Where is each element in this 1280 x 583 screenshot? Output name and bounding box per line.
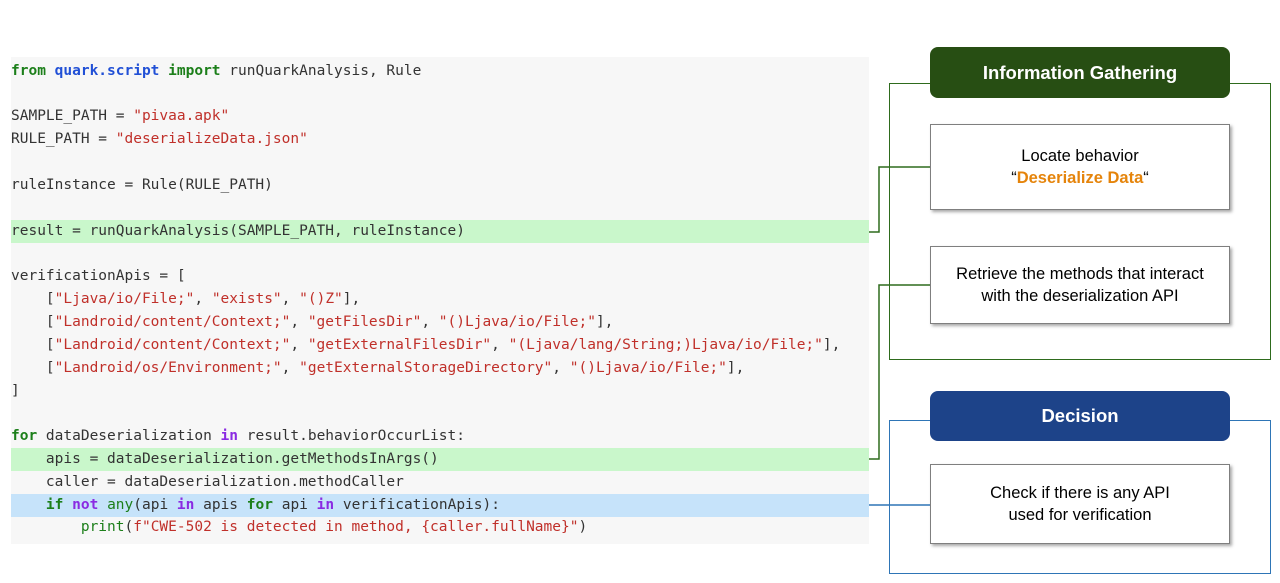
code-text: ruleInstance = Rule(RULE_PATH) — [11, 177, 273, 193]
code-string: "getExternalStorageDirectory" — [299, 360, 553, 376]
header-label: Decision — [1041, 405, 1119, 426]
code-string: "getFilesDir" — [307, 314, 422, 330]
builtin-print: print — [80, 519, 125, 535]
code-text: verificationApis): — [334, 497, 500, 513]
header-label: Information Gathering — [982, 61, 1178, 83]
code-text: ) — [578, 519, 588, 535]
step-text-behavior-name: “Deserialize Data“ — [1011, 167, 1149, 189]
keyword-for: for — [11, 428, 38, 444]
code-text: ], — [822, 337, 841, 353]
code-text: [ — [11, 291, 55, 307]
behavior-name: Deserialize Data — [1016, 169, 1144, 187]
keyword-in: in — [220, 428, 238, 444]
code-text: [ — [11, 314, 55, 330]
code-text: , — [194, 291, 212, 307]
code-text: RULE_PATH = — [11, 131, 116, 147]
code-line-api-entry: ["Ljava/io/File;", "exists", "()Z"], — [11, 288, 869, 311]
code-line-for-loop: for dataDeserialization in result.behavi… — [11, 425, 869, 448]
code-text: ], — [342, 291, 361, 307]
builtin-any: any — [107, 497, 134, 513]
code-line-api-entry: ["Landroid/os/Environment;", "getExterna… — [11, 357, 869, 380]
code-text: , — [281, 360, 300, 376]
keyword-from: from — [11, 63, 46, 79]
step-text: Retrieve the methods that interact — [956, 265, 1204, 283]
code-line-if-highlighted: if not any(api in apis for api in verifi… — [11, 494, 869, 517]
code-text: , — [552, 360, 570, 376]
code-text: api — [272, 497, 317, 513]
module-name: quark.script — [54, 63, 160, 79]
code-text: ( — [124, 519, 134, 535]
code-string: "Landroid/content/Context;" — [54, 337, 291, 353]
code-text: verificationApis = [ — [11, 268, 186, 284]
code-line-result-highlighted: result = runQuarkAnalysis(SAMPLE_PATH, r… — [11, 220, 869, 243]
code-string: "getExternalFilesDir" — [307, 337, 492, 353]
keyword-not: not — [72, 497, 99, 513]
code-text: , — [491, 337, 509, 353]
step-text: with the deserialization API — [981, 287, 1179, 305]
code-text: [ — [11, 337, 55, 353]
code-text: ], — [726, 360, 745, 376]
step-text: Locate behavior — [1021, 147, 1139, 165]
step-text: used for verification — [1008, 506, 1152, 524]
code-line-verification-apis: verificationApis = [ — [11, 265, 869, 288]
code-line-list-close: ] — [11, 380, 869, 403]
code-string: "exists" — [211, 291, 282, 307]
decision-header: Decision — [930, 391, 1230, 441]
code-line-rule-path: RULE_PATH = "deserializeData.json" — [11, 128, 869, 151]
code-string: "()Ljava/io/File;" — [569, 360, 727, 376]
code-string: "Landroid/os/Environment;" — [54, 360, 282, 376]
code-line-import: from quark.script import runQuarkAnalysi… — [11, 60, 869, 83]
code-string: "deserializeData.json" — [115, 131, 308, 147]
step-text: Check if there is any API — [990, 484, 1170, 502]
keyword-in: in — [176, 497, 195, 513]
code-text: apis — [194, 497, 247, 513]
code-string: "()Z" — [299, 291, 343, 307]
code-text: apis = dataDeserialization.getMethodsInA… — [11, 451, 439, 467]
connector-result-to-step1 — [869, 166, 930, 233]
code-text: ], — [595, 314, 614, 330]
keyword-for: for — [246, 497, 273, 513]
code-text: result = runQuarkAnalysis(SAMPLE_PATH, r… — [11, 223, 465, 239]
code-string: "Landroid/content/Context;" — [54, 314, 291, 330]
code-line-apis-highlighted: apis = dataDeserialization.getMethodsInA… — [11, 448, 869, 471]
quote-open: “ — [1011, 169, 1017, 187]
code-text: (api — [133, 497, 177, 513]
information-gathering-header: Information Gathering — [930, 47, 1230, 98]
code-string: "()Ljava/io/File;" — [438, 314, 596, 330]
step-retrieve-methods: Retrieve the methods that interact with … — [930, 246, 1230, 324]
code-text: , — [281, 291, 300, 307]
code-text: result.behaviorOccurList: — [238, 428, 465, 444]
keyword-if: if — [45, 497, 64, 513]
keyword-import: import — [168, 63, 221, 79]
code-text: , — [290, 337, 308, 353]
code-text: dataDeserialization — [37, 428, 221, 444]
code-line-api-entry: ["Landroid/content/Context;", "getFilesD… — [11, 311, 869, 334]
code-string: "pivaa.apk" — [133, 108, 230, 124]
step-locate-behavior: Locate behavior “Deserialize Data“ — [930, 124, 1230, 210]
keyword-in: in — [316, 497, 335, 513]
quote-close: “ — [1143, 169, 1149, 187]
code-text: , — [421, 314, 439, 330]
code-panel: from quark.script import runQuarkAnalysi… — [11, 57, 869, 544]
code-text: ] — [11, 383, 20, 399]
code-line-rule-instance: ruleInstance = Rule(RULE_PATH) — [11, 174, 869, 197]
connector-apis-to-step2 — [869, 284, 930, 460]
code-text: [ — [11, 360, 55, 376]
code-string: "(Ljava/lang/String;)Ljava/io/File;" — [508, 337, 823, 353]
code-line-api-entry: ["Landroid/content/Context;", "getExtern… — [11, 334, 869, 357]
code-string: "Ljava/io/File;" — [54, 291, 195, 307]
code-text: , — [290, 314, 308, 330]
code-text: caller = dataDeserialization.methodCalle… — [11, 474, 404, 490]
import-names: runQuarkAnalysis, Rule — [220, 63, 422, 79]
step-check-verification-api: Check if there is any API used for verif… — [930, 464, 1230, 544]
code-line-caller: caller = dataDeserialization.methodCalle… — [11, 471, 869, 494]
code-line-print: print(f"CWE-502 is detected in method, {… — [11, 516, 869, 539]
code-line-sample-path: SAMPLE_PATH = "pivaa.apk" — [11, 105, 869, 128]
code-string: f"CWE-502 is detected in method, {caller… — [133, 519, 579, 535]
code-text: SAMPLE_PATH = — [11, 108, 134, 124]
